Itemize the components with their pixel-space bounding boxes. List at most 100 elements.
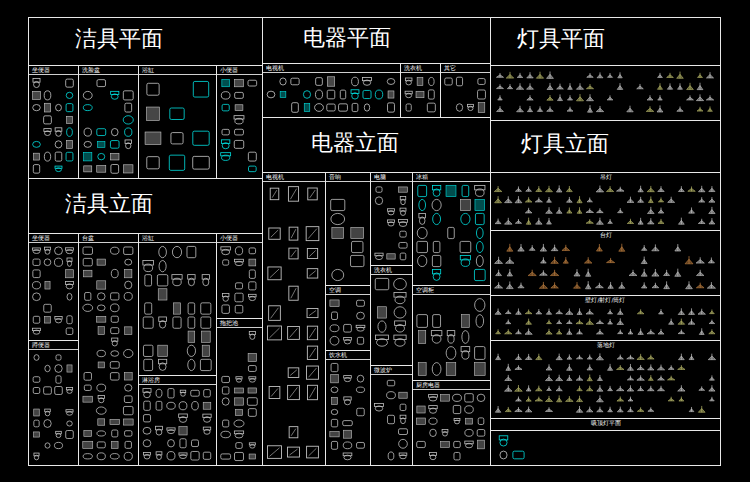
cad-symbols — [221, 247, 256, 314]
symbol-panel: 坐便器 — [28, 65, 79, 179]
symbol-panel: 空调柜 — [412, 285, 491, 381]
panel-label: 坐便器 — [29, 66, 78, 75]
symbol-panel: 壁灯/射灯/筒灯 — [490, 295, 721, 341]
cad-symbols — [145, 81, 209, 170]
cad-symbols — [495, 353, 715, 412]
cad-symbols — [33, 355, 73, 460]
section-title-cell: 灯具立面 — [490, 120, 721, 173]
symbol-panel: 冰箱 — [412, 172, 491, 286]
panel-label: 坐便器 — [29, 234, 78, 243]
section-heading: 电器立面 — [311, 130, 399, 156]
symbol-panel: 微波炉 — [370, 365, 413, 466]
panel-label: 微波炉 — [371, 366, 412, 375]
panel-label: 浴缸 — [139, 234, 216, 243]
cad-symbols — [267, 187, 318, 459]
panel-frame — [491, 431, 721, 466]
panel-label: 洗衣机 — [401, 64, 440, 73]
symbol-panel: 吊灯 — [490, 172, 721, 231]
panel-label: 小便器 — [217, 66, 262, 75]
symbol-panel: 浴缸 — [138, 233, 217, 376]
panel-label: 电脑 — [371, 173, 412, 182]
symbol-panel: 洗脸盆 — [78, 65, 139, 179]
panel-label: 小便器 — [217, 234, 262, 243]
cad-symbols — [495, 244, 716, 289]
panel-label: 饮水机 — [326, 351, 370, 360]
panel-label: 浴缸 — [139, 66, 216, 75]
section-heading: 电器平面 — [303, 25, 391, 51]
cad-symbols — [221, 79, 257, 171]
cad-symbols — [83, 80, 133, 174]
cad-symbols — [405, 77, 435, 111]
panel-label: 空调柜 — [413, 286, 490, 295]
symbol-panel: 台盆 — [78, 233, 139, 466]
panel-label: 空调 — [326, 286, 370, 295]
symbol-panel: 音响 — [325, 172, 371, 286]
section-heading: 洁具立面 — [65, 191, 153, 217]
symbol-panel: 洗衣机 — [400, 63, 441, 118]
cad-symbols — [32, 247, 73, 335]
cad-symbols — [331, 199, 364, 280]
section-title-cell: 电器立面 — [262, 117, 491, 173]
cad-symbols — [496, 71, 713, 112]
cad-symbols — [495, 308, 715, 334]
symbol-panel: 蹲便器 — [28, 340, 79, 466]
cad-symbols — [33, 79, 74, 174]
cad-symbols — [417, 185, 485, 280]
cad-symbols — [445, 77, 486, 112]
symbol-panel: 电视机 — [262, 63, 401, 118]
panel-label: 电视机 — [263, 173, 325, 182]
section-heading: 洁具平面 — [75, 26, 163, 52]
cad-symbols — [494, 185, 715, 224]
section-title-cell: 电器平面 — [262, 17, 491, 64]
symbol-panel: 浴缸 — [138, 65, 217, 179]
panel-label: 台盆 — [79, 234, 138, 243]
symbol-panel: 小便器 — [216, 65, 263, 179]
cad-symbols — [267, 77, 395, 113]
panel-label: 壁灯/射灯/筒灯 — [491, 296, 720, 304]
cad-symbols — [375, 380, 408, 460]
panel-label: 落地灯 — [491, 341, 720, 349]
cad-symbols — [417, 394, 485, 460]
panel-label: 冰箱 — [413, 173, 490, 182]
symbol-panel: 饮水机 — [325, 350, 371, 466]
panel-label: 拖把池 — [217, 319, 262, 328]
panel-label: 台灯 — [491, 231, 720, 239]
cad-symbols — [375, 278, 406, 346]
symbol-panel: 电脑 — [370, 172, 413, 266]
symbol-panel: 淋浴房 — [138, 375, 217, 466]
panel-label: 洗脸盆 — [79, 66, 138, 75]
symbol-panel: 坐便器 — [28, 233, 79, 341]
cad-symbols — [417, 299, 485, 376]
panel-label: 吊灯 — [491, 173, 720, 181]
section-heading: 灯具立面 — [521, 131, 609, 157]
outer-frame — [29, 18, 721, 466]
panel-label: 洗衣机 — [371, 266, 412, 275]
symbol-panel: 电视机 — [262, 172, 326, 466]
section-title-cell: 灯具平面 — [490, 17, 721, 66]
panel-label: 淋浴房 — [139, 376, 216, 385]
symbol-panel: 拖把池 — [216, 318, 263, 466]
panel-frame — [491, 66, 721, 121]
cad-symbols — [143, 246, 211, 370]
cad-symbols — [375, 187, 408, 260]
section-heading: 灯具平面 — [517, 26, 605, 52]
panel-label: 厨房电器 — [413, 381, 490, 390]
symbol-panel: 小便器 — [216, 233, 263, 319]
symbol-panel: 落地灯 — [490, 340, 721, 419]
cad-symbols — [330, 300, 365, 345]
cad-symbols — [221, 331, 257, 460]
cad-symbols — [83, 247, 133, 460]
panel-label: 电视机 — [263, 64, 400, 73]
symbol-panel: 洗衣机 — [370, 265, 413, 366]
symbol-panel: 台灯 — [490, 230, 721, 296]
symbol-panel: 厨房电器 — [412, 380, 491, 466]
section-title-cell: 洁具平面 — [28, 17, 263, 66]
panel-label: 音响 — [326, 173, 370, 182]
symbol-panel: 其它 — [440, 63, 491, 118]
panel-label: 其它 — [441, 64, 490, 73]
cad-symbols — [143, 389, 211, 460]
symbol-panel: 空调 — [325, 285, 371, 351]
cad-symbols — [330, 363, 365, 459]
panel-label: 蹲便器 — [29, 341, 78, 350]
cad-symbols — [499, 436, 524, 459]
